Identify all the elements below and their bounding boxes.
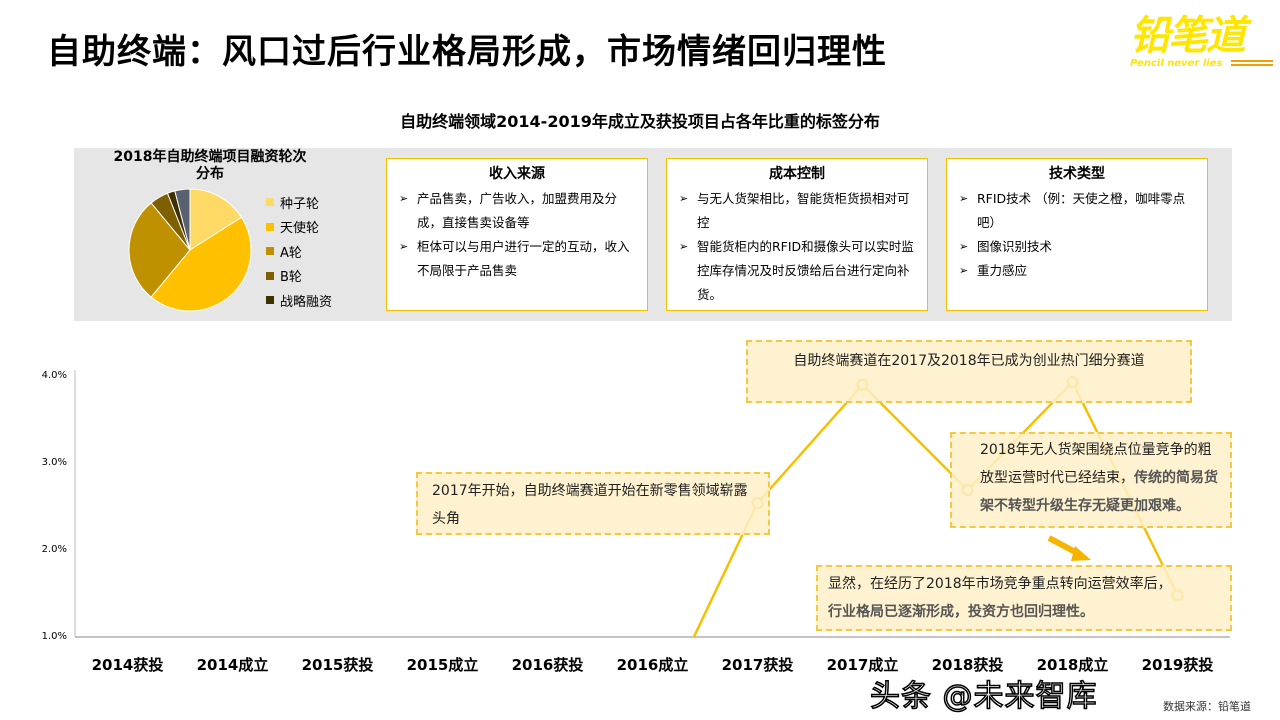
x-tick: 2018获投 [931,656,1004,674]
box-tech: 技术类型 RFID技术 （例：天使之橙，咖啡零点吧）图像识别技术重力感应 [946,158,1208,311]
legend-item: 战略融资 [266,288,332,313]
x-tick: 2014获投 [91,656,164,674]
pie-slice [189,188,243,251]
x-tick: 2017成立 [826,656,899,674]
y-tick: 4.0% [41,370,67,381]
x-tick: 2019获投 [1141,656,1214,674]
note-2017-start: 2017年开始，自助终端赛道开始在新零售领域崭露头角 [416,472,770,535]
box-cost: 成本控制 与无人货架相比，智能货柜货损相对可控智能货柜内的RFID和摄像头可以实… [666,158,928,311]
logo: 铅笔道 Pencil never lies [1130,14,1275,74]
legend-swatch [266,198,274,207]
x-tick: 2015成立 [406,656,479,674]
pie-chart [128,188,252,312]
y-tick: 3.0% [41,457,67,468]
x-tick: 2014成立 [196,656,269,674]
x-tick: 2018成立 [1036,656,1109,674]
x-tick: 2015获投 [301,656,374,674]
x-tick: 2016获投 [511,656,584,674]
legend-swatch [266,296,274,305]
legend-item: A轮 [266,239,332,264]
y-tick: 1.0% [41,631,67,642]
chart-subtitle: 自助终端领域2014-2019年成立及获投项目占各年比重的标签分布 [400,112,880,131]
legend-item: B轮 [266,264,332,289]
pie-slice [128,202,191,298]
y-tick: 2.0% [41,544,67,555]
x-tick: 2016成立 [616,656,689,674]
series-line [692,379,1179,637]
pie-slice [174,188,191,251]
note-shelf: 2018年无人货架围绕点位量竞争的粗放型运营时代已经结束，传统的简易货架不转型升… [950,432,1232,528]
legend-swatch [266,271,274,280]
x-tick: 2017获投 [721,656,794,674]
arrow-down-right-icon [1047,535,1091,561]
legend-item: 种子轮 [266,190,332,215]
pie-slice [150,216,252,312]
box-revenue: 收入来源 产品售卖，广告收入，加盟费用及分成，直接售卖设备等柜体可以与用户进行一… [386,158,648,311]
note-rational: 显然，在经历了2018年市场竞争重点转向运营效率后，行业格局已逐渐形成，投资方也… [816,565,1232,631]
page-title: 自助终端：风口过后行业格局形成，市场情绪回归理性 [47,32,887,72]
note-hot-track: 自助终端赛道在2017及2018年已成为创业热门细分赛道 [746,340,1192,403]
legend-swatch [266,222,274,231]
data-source: 数据来源：铅笔道 [1163,700,1251,713]
pie-title: 2018年自助终端项目融资轮次分布 [113,149,307,182]
watermark: 头条 @未来智库 [869,679,1098,715]
legend-item: 天使轮 [266,215,332,240]
legend-swatch [266,247,274,256]
